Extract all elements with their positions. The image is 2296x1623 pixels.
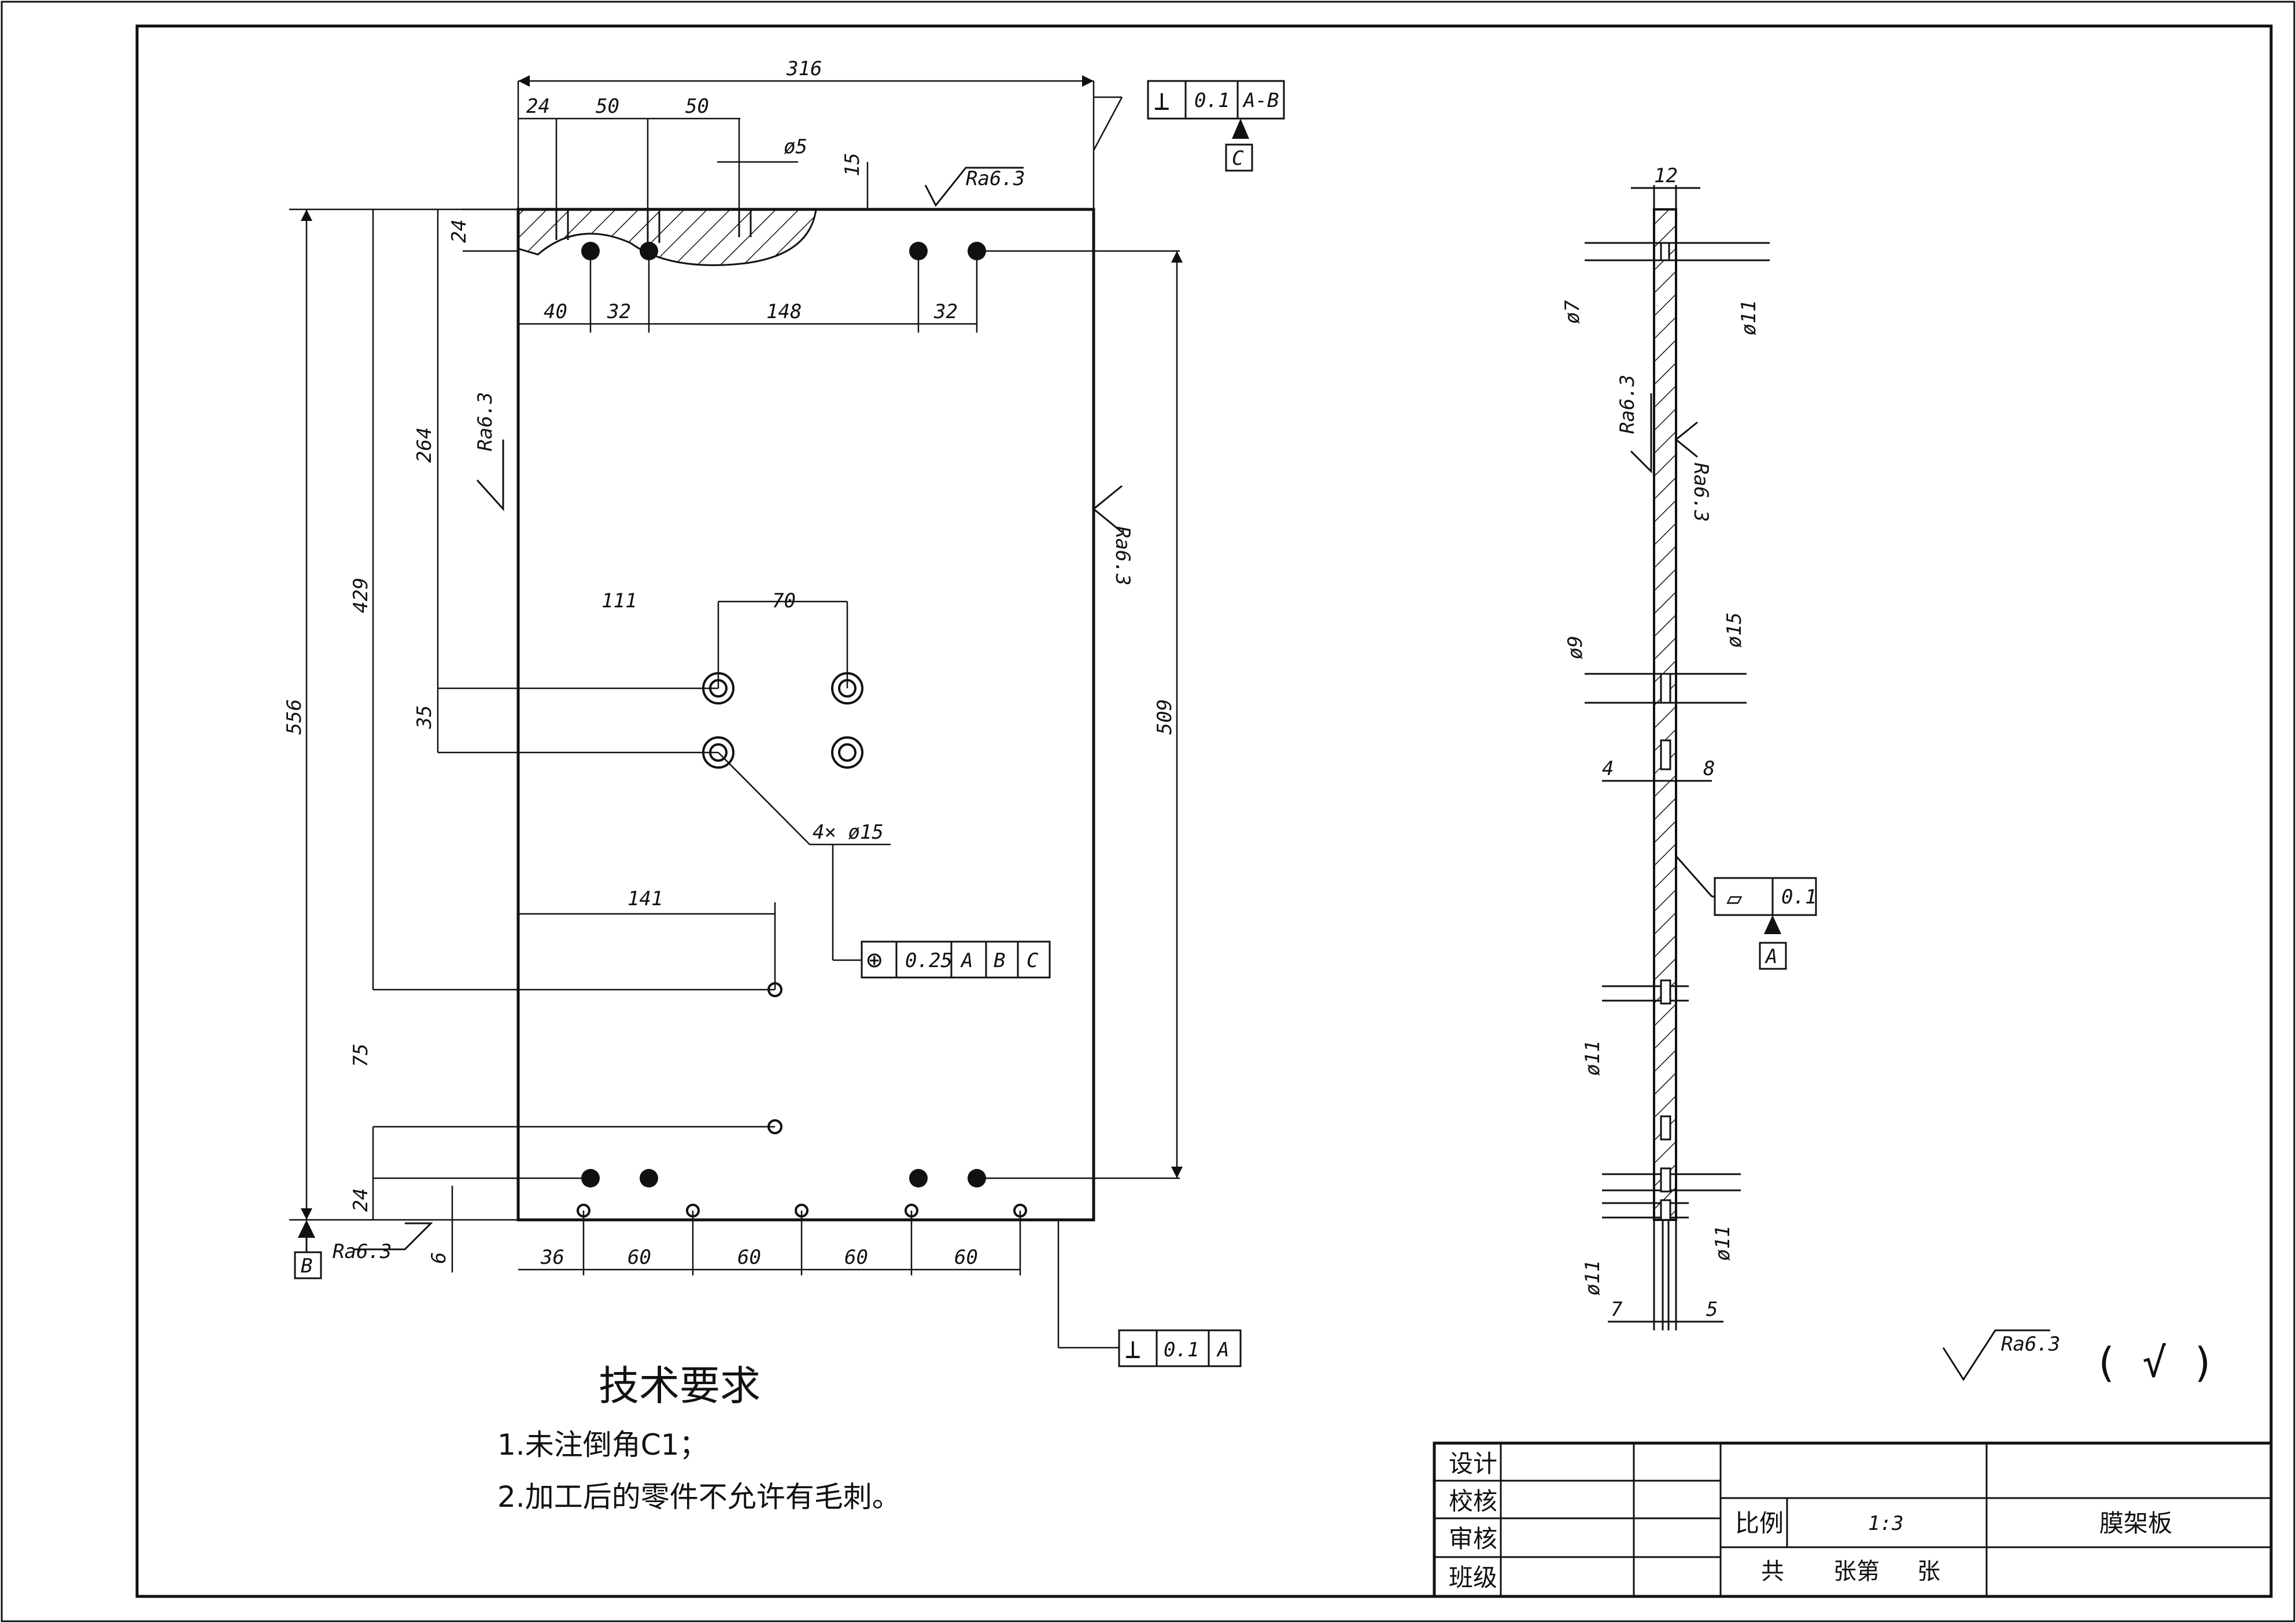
dim-60-d: 60 bbox=[954, 1246, 978, 1269]
side-dim-12: 12 bbox=[1654, 164, 1678, 187]
svg-text:0.1: 0.1 bbox=[1194, 89, 1230, 112]
dim-6: 6 bbox=[427, 1252, 451, 1264]
side-dim-d11-bottom-left: ø11 bbox=[1581, 1260, 1604, 1296]
roughness-top-label: Ra6.3 bbox=[966, 167, 1025, 190]
svg-text:C: C bbox=[1027, 949, 1039, 972]
dim-slot-dia: ø5 bbox=[784, 135, 807, 158]
title-block: 设计 校核 审核 班级 比例 1:3 膜架板 共 张第 张 bbox=[1433, 1441, 2273, 1598]
side-dim-5: 5 bbox=[1706, 1298, 1718, 1321]
side-section bbox=[1653, 208, 1677, 1221]
sheet-unit: 张 bbox=[1917, 1558, 1940, 1585]
dim-148: 148 bbox=[766, 300, 802, 323]
svg-text:⊥: ⊥ bbox=[1154, 85, 1170, 116]
svg-text:Ra6.3: Ra6.3 bbox=[2001, 1333, 2060, 1356]
svg-text:▱: ▱ bbox=[1726, 882, 1743, 913]
svg-text:A: A bbox=[1216, 1338, 1229, 1362]
dim-40: 40 bbox=[544, 300, 567, 323]
side-view: 12 ø7 ø11 ø9 ø15 4 8 ø11 ø11 ø11 7 5 Ra6… bbox=[1561, 164, 1817, 1330]
dim-24-top: 24 bbox=[526, 95, 550, 118]
dim-50-b: 50 bbox=[685, 95, 709, 118]
svg-text:A-B: A-B bbox=[1242, 89, 1279, 112]
fcf-flatness: ▱ 0.1 A bbox=[1714, 877, 1817, 970]
dim-24-band: 24 bbox=[448, 219, 471, 243]
svg-text:0.25: 0.25 bbox=[905, 949, 953, 972]
dim-32-b: 32 bbox=[933, 300, 958, 323]
svg-text:B: B bbox=[994, 949, 1005, 972]
dim-24-bottom: 24 bbox=[349, 1188, 372, 1212]
dim-75: 75 bbox=[349, 1043, 372, 1067]
side-dim-7: 7 bbox=[1611, 1298, 1623, 1321]
side-dim-4: 4 bbox=[1602, 757, 1614, 780]
role-design: 设计 bbox=[1449, 1449, 1497, 1478]
fcf-perpendicularity-bottom: ⊥ 0.1 A bbox=[1118, 1329, 1242, 1367]
datum-b: B bbox=[301, 1255, 312, 1278]
bottom-holes bbox=[581, 1169, 986, 1187]
sheet-total: 共 bbox=[1761, 1558, 1784, 1585]
svg-text:A: A bbox=[1765, 945, 1777, 968]
dim-509: 509 bbox=[1153, 699, 1176, 735]
fcf-position: ⊕ 0.25 A B C bbox=[861, 940, 1051, 979]
general-roughness: Ra6.3 ( √ ) bbox=[1942, 1329, 2216, 1386]
dim-556: 556 bbox=[283, 699, 306, 735]
side-dim-d11-bottom-right: ø11 bbox=[1711, 1226, 1734, 1261]
dim-264: 264 bbox=[413, 427, 436, 463]
part-name: 膜架板 bbox=[2099, 1509, 2172, 1537]
fcf-perpendicularity-top: ⊥ 0.1 A-B C bbox=[1147, 80, 1285, 172]
dim-32-a: 32 bbox=[607, 300, 631, 323]
technical-requirements: 技术要求 1.未注倒角C1； 2.加工后的零件不允许有毛刺。 bbox=[497, 1362, 901, 1514]
role-review: 审核 bbox=[1449, 1525, 1497, 1553]
drawing-frame bbox=[135, 24, 2273, 1598]
dim-429: 429 bbox=[349, 578, 372, 613]
dim-111: 111 bbox=[601, 589, 637, 613]
side-dim-d11-left: ø11 bbox=[1581, 1041, 1604, 1076]
svg-text:A: A bbox=[960, 949, 973, 972]
hole-callout: 4× ø15 bbox=[813, 821, 884, 844]
dim-36: 36 bbox=[540, 1246, 564, 1269]
tech-req-title: 技术要求 bbox=[599, 1362, 761, 1410]
dim-316: 316 bbox=[786, 57, 822, 80]
tech-req-item-2: 2.加工后的零件不允许有毛刺。 bbox=[497, 1480, 901, 1514]
side-roughness-left: Ra6.3 bbox=[1616, 375, 1639, 434]
main-view: Ra6.3 Ra6.3 Ra6.3 Ra6.3 316 24 50 50 ø5 … bbox=[283, 57, 1285, 1367]
dim-50-a: 50 bbox=[596, 95, 619, 118]
side-dim-d7: ø7 bbox=[1561, 300, 1584, 324]
plate-outline bbox=[516, 208, 1095, 1222]
svg-text:0.1: 0.1 bbox=[1164, 1338, 1199, 1362]
role-class: 班级 bbox=[1449, 1563, 1497, 1592]
section-hatch bbox=[517, 208, 817, 266]
dim-60-a: 60 bbox=[627, 1246, 651, 1269]
side-dim-d9: ø9 bbox=[1564, 636, 1587, 659]
scale-label: 比例 bbox=[1735, 1509, 1784, 1537]
role-check: 校核 bbox=[1449, 1487, 1497, 1515]
roughness-left-label: Ra6.3 bbox=[474, 392, 497, 451]
side-dim-8: 8 bbox=[1703, 757, 1715, 780]
sheet-of: 张第 bbox=[1833, 1558, 1880, 1585]
side-roughness-right: Ra6.3 bbox=[1689, 463, 1712, 522]
roughness-bottom-label: Ra6.3 bbox=[333, 1240, 392, 1263]
side-dim-d11-top: ø11 bbox=[1737, 300, 1760, 335]
dim-60-c: 60 bbox=[844, 1246, 868, 1269]
side-dim-d15: ø15 bbox=[1723, 613, 1746, 648]
svg-text:C: C bbox=[1232, 147, 1244, 170]
svg-text:⊕: ⊕ bbox=[866, 944, 883, 975]
svg-text:( √ ): ( √ ) bbox=[2094, 1339, 2216, 1386]
roughness-right-label: Ra6.3 bbox=[1111, 526, 1134, 585]
tech-req-item-1: 1.未注倒角C1； bbox=[497, 1428, 708, 1462]
scale-value: 1:3 bbox=[1868, 1512, 1903, 1535]
center-holes bbox=[702, 672, 863, 1134]
dim-141: 141 bbox=[627, 887, 663, 910]
dim-70: 70 bbox=[772, 589, 796, 613]
svg-text:0.1: 0.1 bbox=[1781, 886, 1817, 909]
dim-15: 15 bbox=[841, 153, 864, 176]
svg-text:⊥: ⊥ bbox=[1125, 1333, 1141, 1364]
dim-35: 35 bbox=[413, 705, 436, 729]
dim-60-b: 60 bbox=[737, 1246, 761, 1269]
